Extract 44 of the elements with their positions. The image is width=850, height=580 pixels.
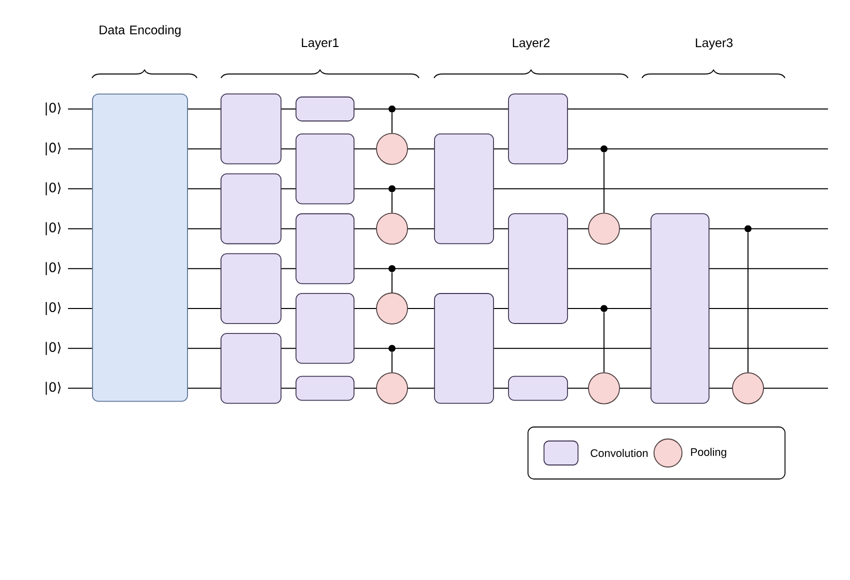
ket-label: |0⟩ [46,142,61,156]
control-dot [600,305,608,312]
layer-title: Layer3 [696,38,733,50]
pooling-circle [376,292,408,324]
layer-title: Data Encoding [100,25,181,37]
convolution-gate [650,213,710,404]
control-dot [600,145,608,152]
convolution-gate [296,96,354,122]
convolution-gate [220,173,282,244]
pooling-circle [732,372,764,404]
pooling-circle [376,132,408,165]
control-dot [388,185,396,192]
legend-label: Convolution [590,448,648,458]
pooling-circle [588,212,620,245]
ket-label: |0⟩ [46,302,61,315]
ket-label: |0⟩ [46,382,61,395]
convolution-gate [508,94,568,164]
convolution-gate [296,376,354,401]
convolution-gate [508,376,568,401]
control-dot [388,106,396,112]
legend-label: Pooling [691,448,726,458]
control-dot [388,344,396,352]
convolution-gate [220,253,282,324]
convolution-gate [220,333,282,404]
encoding-block [92,94,188,402]
control-dot [744,225,752,232]
ket-label: |0⟩ [46,222,61,236]
convolution-gate [434,133,494,244]
convolution-gate [508,213,568,324]
pooling-circle [588,372,620,404]
layer-title: Layer1 [302,38,338,50]
control-dot [388,265,396,272]
ket-label: |0⟩ [46,342,61,355]
convolution-gate [296,134,354,204]
pooling-circle [376,212,408,245]
convolution-gate [220,94,282,164]
convolution-gate [296,293,354,364]
pooling-circle [376,372,408,404]
ket-label: |0⟩ [46,102,61,116]
ket-label: |0⟩ [46,182,61,196]
ket-label: |0⟩ [46,262,61,276]
layer-title: Layer2 [512,38,550,50]
convolution-gate [296,213,354,284]
convolution-gate [434,293,494,404]
